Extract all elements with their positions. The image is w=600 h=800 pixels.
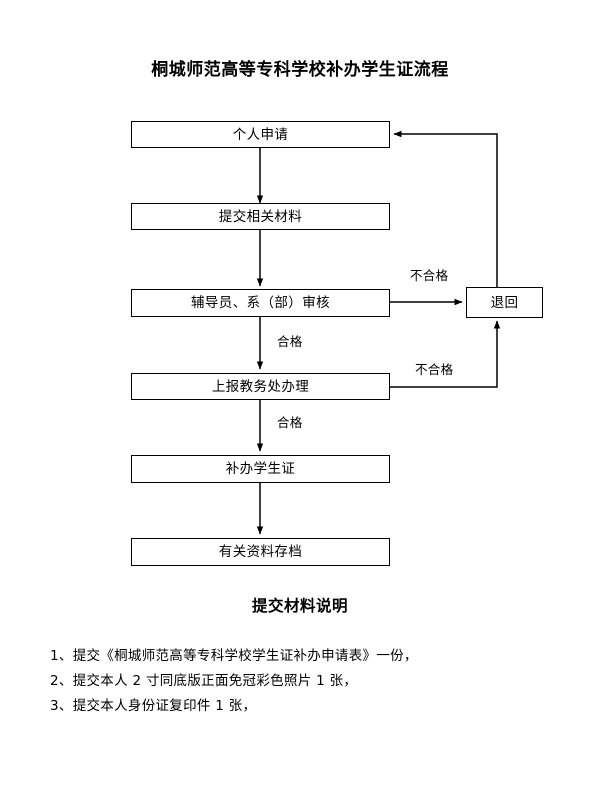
flow-node-reissue-student-id[interactable]: 补办学生证 [131, 455, 390, 483]
flow-node-label: 提交相关材料 [218, 208, 303, 225]
flow-node-report-to-academic-affairs[interactable]: 上报教务处办理 [131, 373, 390, 400]
flow-node-label: 有关资料存档 [218, 544, 303, 560]
edge-label-pass-academic-affairs: 合格 [277, 415, 303, 430]
flow-node-counselor-department-review[interactable]: 辅导员、系（部）审核 [131, 289, 390, 317]
notes-heading: 提交材料说明 [251, 597, 348, 615]
edge-label-fail-review: 不合格 [410, 268, 449, 283]
flow-node-personal-application[interactable]: 个人申请 [131, 121, 390, 148]
flow-node-label: 上报教务处办理 [211, 378, 310, 395]
flow-node-submit-materials[interactable]: 提交相关材料 [131, 203, 390, 230]
flow-node-return[interactable]: 退回 [466, 287, 543, 318]
notes-list: 1、提交《桐城师范高等专科学校学生证补办申请表》一份， 2、提交本人 2 寸同底… [50, 644, 570, 719]
page-title: 桐城师范高等专科学校补办学生证流程 [151, 60, 449, 80]
edge-label-pass-review: 合格 [277, 334, 303, 349]
flow-node-archive-documents[interactable]: 有关资料存档 [131, 538, 390, 566]
note-item: 1、提交《桐城师范高等专科学校学生证补办申请表》一份， [50, 648, 418, 664]
flow-node-label: 个人申请 [232, 126, 289, 143]
flow-node-label: 辅导员、系（部）审核 [191, 295, 330, 311]
edge-n4-n7 [390, 320, 501, 388]
flow-node-label: 退回 [490, 294, 519, 311]
edge-n7-n1 [393, 130, 498, 287]
edge-label-fail-academic-affairs: 不合格 [415, 362, 454, 377]
flow-node-label: 补办学生证 [225, 461, 296, 477]
note-item: 3、提交本人身份证复印件 1 张， [50, 698, 257, 714]
note-item: 2、提交本人 2 寸同底版正面免冠彩色照片 1 张， [50, 673, 358, 689]
